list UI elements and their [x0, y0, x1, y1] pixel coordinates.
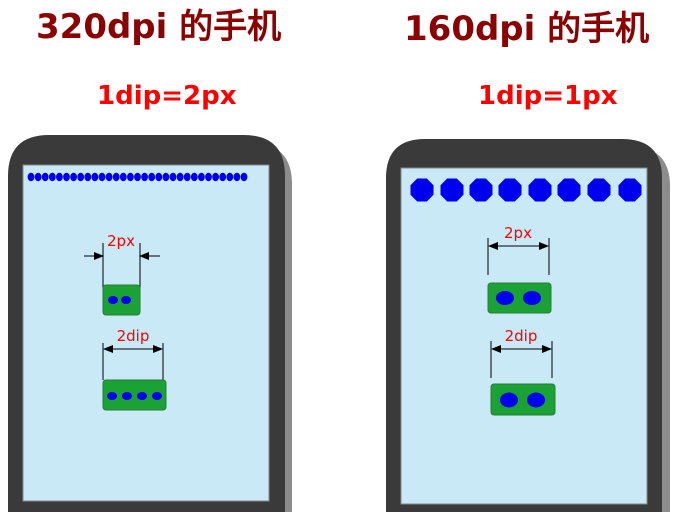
top-row-dot: [162, 172, 170, 182]
top-row-dot: [141, 172, 149, 182]
top-row-dot: [557, 178, 581, 202]
top-row-dot: [219, 172, 227, 182]
top-row-dot: [119, 172, 127, 182]
right-phone-screen: [400, 167, 648, 505]
right-px-widget: [487, 282, 552, 314]
widget-dot: [122, 392, 132, 400]
top-row-dot: [469, 178, 493, 202]
top-row-dot: [240, 172, 248, 182]
widget-dot: [152, 392, 162, 400]
right-phone-ratio: 1dip=1px: [478, 81, 618, 111]
top-row-dot: [148, 172, 156, 182]
top-row-dot: [190, 172, 198, 182]
top-row-dot: [226, 172, 234, 182]
left-top-dot-row: [27, 172, 248, 182]
right-dip-widget-dots: [500, 392, 545, 408]
top-row-dot: [498, 178, 522, 202]
top-row-dot: [48, 172, 56, 182]
widget-dot: [500, 392, 518, 408]
widget-dot: [496, 291, 514, 305]
top-row-dot: [134, 172, 141, 182]
left-px-widget-dots: [108, 296, 131, 304]
right-phone-title: 160dpi 的手机: [404, 9, 650, 49]
left-dip-widget: [102, 379, 167, 411]
top-row-dot: [41, 172, 49, 182]
top-row-dot: [183, 172, 191, 182]
left-phone: 2px 2dip: [8, 135, 292, 512]
widget-dot: [523, 291, 541, 305]
top-row-dot: [34, 172, 42, 182]
right-phone: 2px 2dip: [386, 139, 670, 512]
top-row-dot: [205, 172, 212, 182]
right-px-widget-dots: [496, 291, 541, 305]
top-row-dot: [176, 172, 184, 182]
left-px-label: 2px: [107, 232, 135, 250]
top-row-dot: [198, 172, 205, 182]
top-row-dot: [440, 178, 464, 202]
widget-dot: [121, 296, 131, 304]
top-row-dot: [63, 172, 70, 182]
top-row-dot: [233, 172, 241, 182]
left-phone-ratio: 1dip=2px: [97, 81, 237, 111]
top-row-dot: [155, 172, 163, 182]
left-phone-title: 320dpi 的手机: [36, 7, 282, 47]
top-row-dot: [91, 172, 99, 182]
left-dip-label: 2dip: [117, 327, 150, 345]
top-row-dot: [84, 172, 92, 182]
top-row-dot: [105, 172, 113, 182]
top-row-dot: [112, 172, 120, 182]
right-dip-label: 2dip: [505, 327, 538, 345]
top-row-dot: [528, 178, 552, 202]
widget-dot: [527, 392, 545, 408]
right-top-dot-row: [410, 178, 642, 202]
top-row-dot: [410, 178, 434, 202]
top-row-dot: [126, 172, 134, 182]
widget-dot: [107, 392, 117, 400]
widget-dot: [108, 296, 118, 304]
top-row-dot: [212, 172, 220, 182]
top-row-dot: [56, 172, 63, 182]
top-row-dot: [169, 172, 177, 182]
top-row-dot: [70, 172, 77, 182]
right-px-label: 2px: [504, 224, 532, 242]
widget-dot: [137, 392, 147, 400]
top-row-dot: [77, 172, 85, 182]
top-row-dot: [27, 172, 35, 182]
left-dip-widget-dots: [107, 392, 162, 400]
top-row-dot: [618, 178, 642, 202]
left-phone-screen: [22, 164, 270, 502]
top-row-dot: [98, 172, 106, 182]
top-row-dot: [587, 178, 611, 202]
